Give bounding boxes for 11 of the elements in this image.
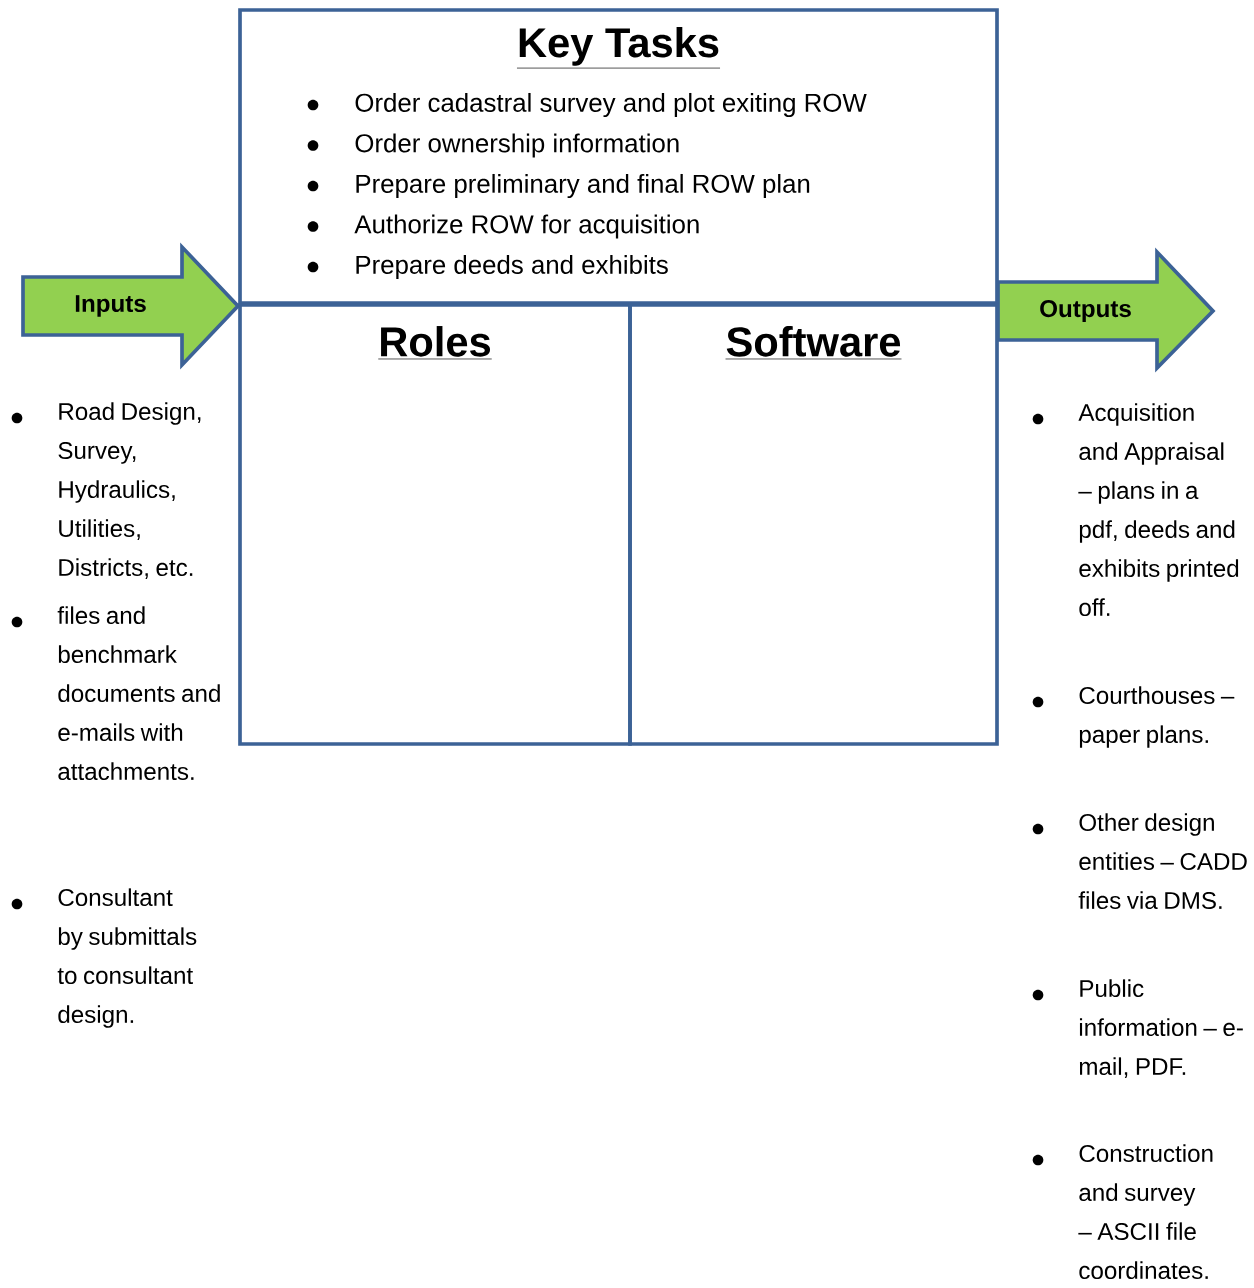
task-box: Key Tasks Order cadastral survey and plot exiting ROW Order ownership information Prepare preliminary and final ROW plan Authorize ROW for acquisition Prepare deeds and exhibits [238,8,999,305]
roles-box: Roles [238,303,632,746]
software-box: Software [628,303,999,746]
bullet-item: files and benchmark documents and e-mails with attachments. [11,606,220,781]
bullet-item: Courthouses – paper plans. [1032,686,1235,748]
bullet-item: Other design entities – CADD files via DMS. [1032,813,1247,910]
bullet-item: Construction and survey – ASCII file coordinates. [1032,1144,1213,1280]
bullet-item: Road Design, Survey, Hydraulics, Utilities, Districts, etc. [11,402,201,579]
bullet-item: Acquisition and Appraisal – plans in a pdf, deeds and exhibits printed off. [1032,403,1239,617]
bullet-item: Public information – e-mail, PDF. [1032,979,1243,1078]
bullet-item: Consultant by submittals to consultant design. [11,888,197,1028]
